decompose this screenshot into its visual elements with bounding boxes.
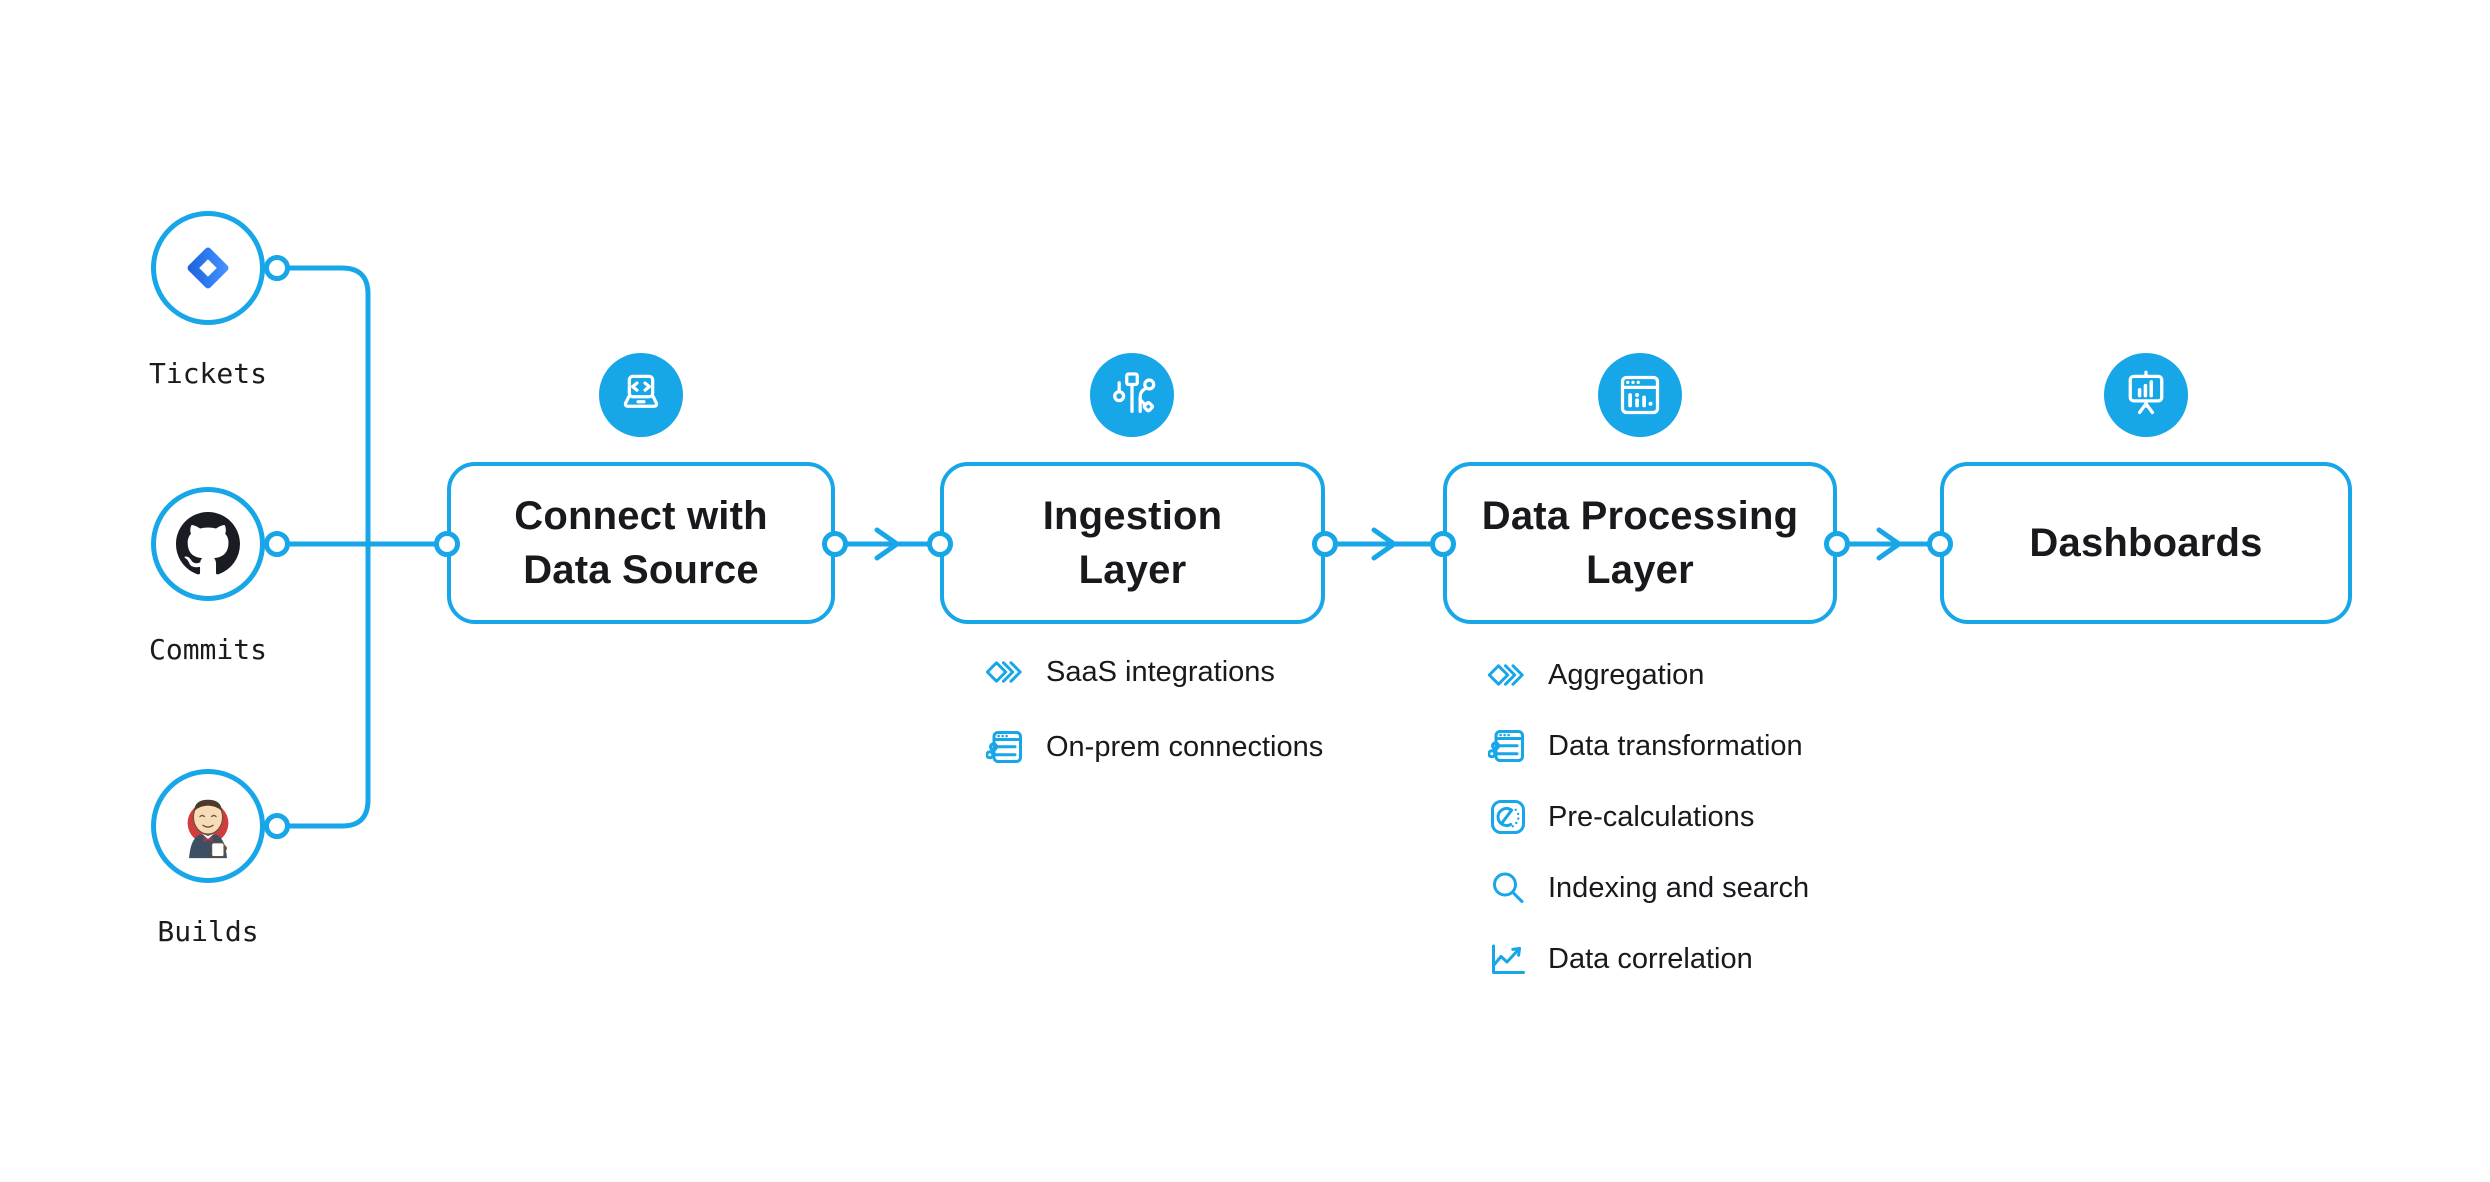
node-stage1-left (434, 531, 460, 557)
jenkins-icon (187, 799, 229, 859)
feature-aggregation: Aggregation (1488, 649, 1809, 701)
stacked-diamonds-icon (1488, 664, 1524, 686)
feature-pre-calculations: Pre-calculations (1488, 791, 1809, 843)
stage1-icon-bubble (599, 353, 683, 437)
stage2-icon-bubble (1090, 353, 1174, 437)
feature-label: Pre-calculations (1548, 800, 1755, 833)
stage-title-dashboards: Dashboards (2029, 521, 2263, 565)
gauge-icon (1491, 800, 1525, 834)
stage-box-dashboards: Dashboards (1940, 462, 2352, 624)
feature-indexing-and-search: Indexing and search (1488, 862, 1809, 914)
feature-label: Data correlation (1548, 942, 1753, 975)
flow-arrowhead-2 (1371, 527, 1399, 561)
stage-box-ingestion: Ingestion Layer (940, 462, 1325, 624)
stage-title-connect: Connect with Data Source (514, 494, 768, 592)
source-label-tickets: Tickets (148, 357, 267, 390)
window-chart-icon (1620, 375, 1660, 415)
node-tickets (264, 255, 290, 281)
circuit-icon (1113, 372, 1156, 413)
feature-label: Aggregation (1548, 658, 1705, 691)
node-builds (264, 813, 290, 839)
laptop-code-icon (623, 374, 659, 408)
stage-box-connect: Connect with Data Source (447, 462, 835, 624)
stage4-icon-bubble (2104, 353, 2188, 437)
feature-label: SaaS integrations (1046, 655, 1275, 688)
flow-arrowhead-1 (874, 527, 902, 561)
feature-data-correlation: Data correlation (1488, 933, 1809, 985)
source-circle-tickets (151, 211, 265, 325)
feature-on-prem-connections: On-prem connections (986, 721, 1323, 773)
node-commits (264, 531, 290, 557)
stage3-icon-bubble (1598, 353, 1682, 437)
github-icon (176, 512, 240, 575)
node-stage2-right (1312, 531, 1338, 557)
node-stage3-right (1824, 531, 1850, 557)
source-circle-commits (151, 487, 265, 601)
node-stage3-left (1430, 531, 1456, 557)
search-icon (1493, 872, 1524, 903)
jira-icon (187, 247, 229, 289)
stage-title-processing: Data Processing Layer (1481, 494, 1799, 592)
window-sliders-icon (1488, 730, 1524, 762)
presentation-chart-icon (2128, 370, 2164, 415)
stage-box-processing: Data Processing Layer (1443, 462, 1837, 624)
source-label-commits: Commits (148, 633, 267, 666)
flow-arrowhead-3 (1876, 527, 1904, 561)
feature-data-transformation: Data transformation (1488, 720, 1809, 772)
node-stage2-left (927, 531, 953, 557)
feature-label: Indexing and search (1548, 871, 1810, 904)
sources-bracket-line (274, 265, 371, 829)
processing-feature-list: Aggregation Data transformation (1488, 649, 1809, 985)
node-stage4-left (1927, 531, 1953, 557)
window-sliders-icon (986, 731, 1022, 763)
source-circle-builds (151, 769, 265, 883)
source-label-builds: Builds (157, 915, 259, 948)
ingestion-feature-list: SaaS integrations On-prem connections (986, 646, 1323, 773)
node-stage1-right (822, 531, 848, 557)
feature-label: Data transformation (1548, 729, 1803, 762)
stacked-diamonds-icon (986, 661, 1022, 683)
feature-label: On-prem connections (1046, 730, 1324, 763)
stage-title-ingestion: Ingestion Layer (1042, 494, 1223, 592)
line-chart-icon (1492, 944, 1525, 974)
feature-saas-integrations: SaaS integrations (986, 646, 1323, 698)
